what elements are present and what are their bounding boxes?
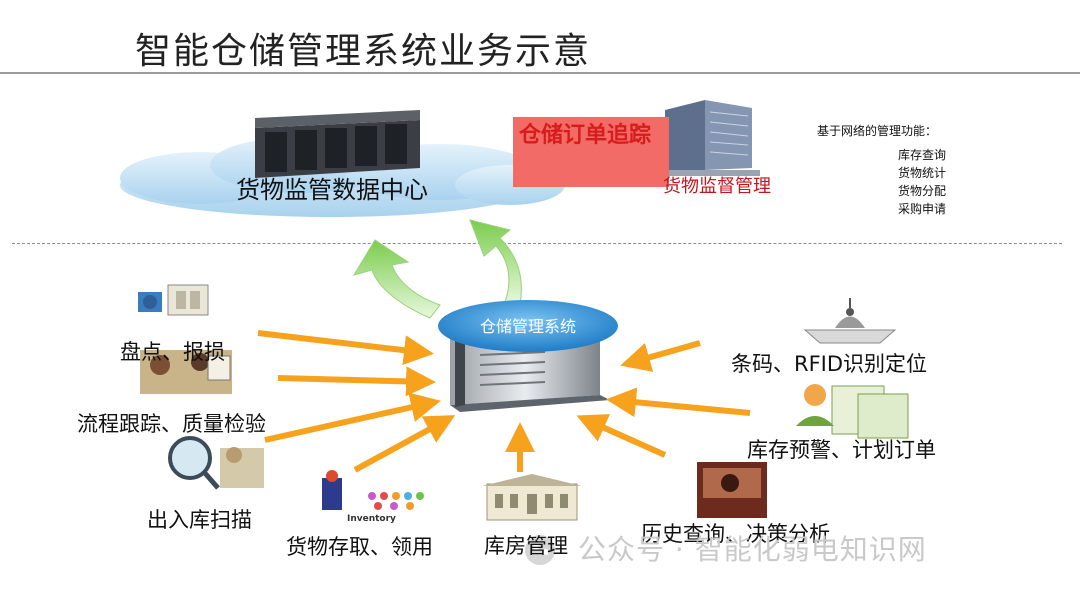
order-tracking-box: 仓储订单追踪 [513,117,669,187]
function-item: 货物分配 [898,184,947,198]
supervision-label: 货物监督管理 [663,176,771,197]
inventory-workers-icon [322,470,424,510]
module-stock-alert: 库存预警、计划订单 [747,438,936,462]
arrow-from-inventory-check [257,330,434,366]
office-building-icon [650,100,760,176]
function-item: 库存查询 [898,148,947,162]
watermark-text: 公众号 · 智能化弱电知识网 [578,533,927,566]
function-item: 货物统计 [898,166,947,180]
module-goods-access: 货物存取、领用 [286,535,433,559]
hub-label: 仓储管理系统 [480,317,577,336]
wechat-logo-icon [525,535,555,565]
flow-arrows [257,330,751,473]
upload-arrow-left [352,239,441,319]
magnifier-person-icon [168,436,264,490]
arrow-from-stock-alert [606,387,751,418]
central-server-icon [438,300,618,412]
computer-users-icon [138,284,209,316]
module-process-tracking: 流程跟踪、质量检验 [77,412,266,436]
module-history: 历史查询、决策分析 [641,522,830,546]
user-chart-icon [796,384,909,439]
upload-arrow-right [469,219,522,305]
inspection-people-icon [140,350,232,394]
module-warehouse-scan: 出入库扫描 [147,508,252,532]
arrow-from-warehouse-scan [264,392,441,443]
business-intelligence-icon [697,462,767,518]
module-barcode: 条码、RFID识别定位 [731,352,928,376]
title-underline [0,72,1080,74]
arrow-from-process-tracking [277,366,436,397]
page-title: 智能仓储管理系统业务示意 [135,31,592,72]
arrow-from-history [576,414,667,458]
module-storehouse: 库房管理 [484,534,568,558]
section-divider [12,243,1062,244]
network-functions-list: 库存查询 货物统计 货物分配 采购申请 [898,146,946,218]
warehouse-building-icon [482,474,582,521]
arrow-from-goods-access [353,415,456,473]
module-inventory-check: 盘点、报损 [120,340,225,364]
function-item: 采购申请 [898,202,947,216]
inventory-badge: Inventory [347,514,396,524]
server-rack-icon [255,110,420,178]
arrow-from-barcode [620,340,701,372]
barcode-scanner-icon [803,298,897,344]
data-center-label: 货物监管数据中心 [236,176,428,204]
network-functions-heading: 基于网络的管理功能： [817,124,938,138]
